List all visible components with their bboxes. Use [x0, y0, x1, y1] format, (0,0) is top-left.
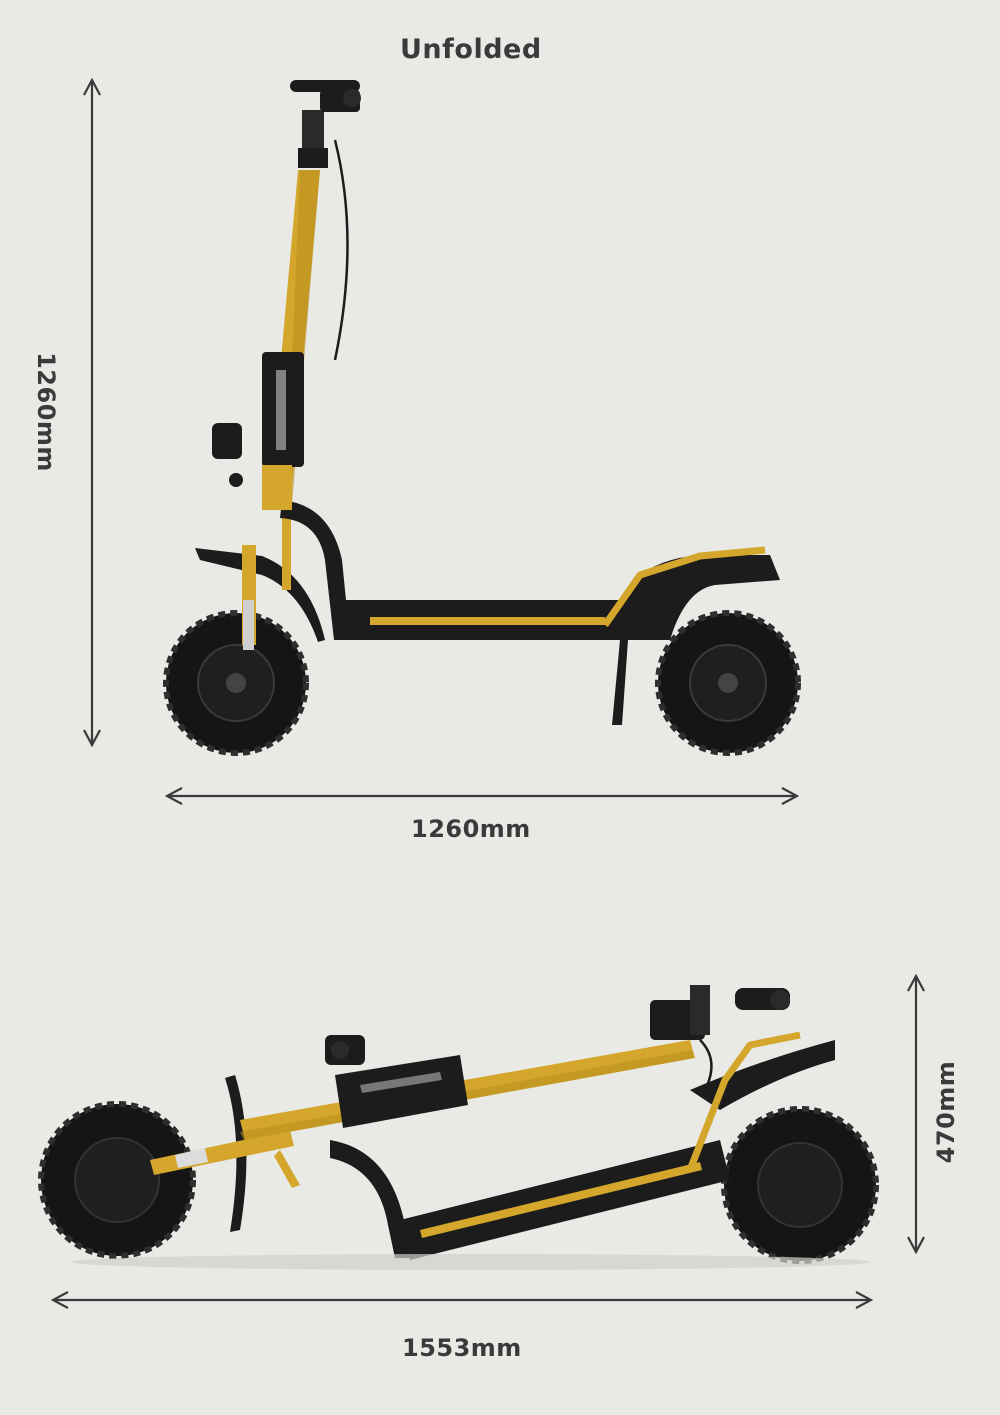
rear-wheel — [655, 610, 801, 756]
unfolded-scooter-illustration — [163, 80, 801, 756]
folded-rear-wheel — [721, 1106, 879, 1264]
folded-scooter-illustration — [38, 985, 879, 1270]
folded-front-wheel — [38, 1101, 196, 1259]
unfolded-length-label: 1260mm — [411, 815, 531, 843]
view-title: Unfolded — [400, 34, 542, 65]
folded-length-label: 1553mm — [402, 1334, 522, 1362]
front-wheel — [163, 610, 309, 756]
